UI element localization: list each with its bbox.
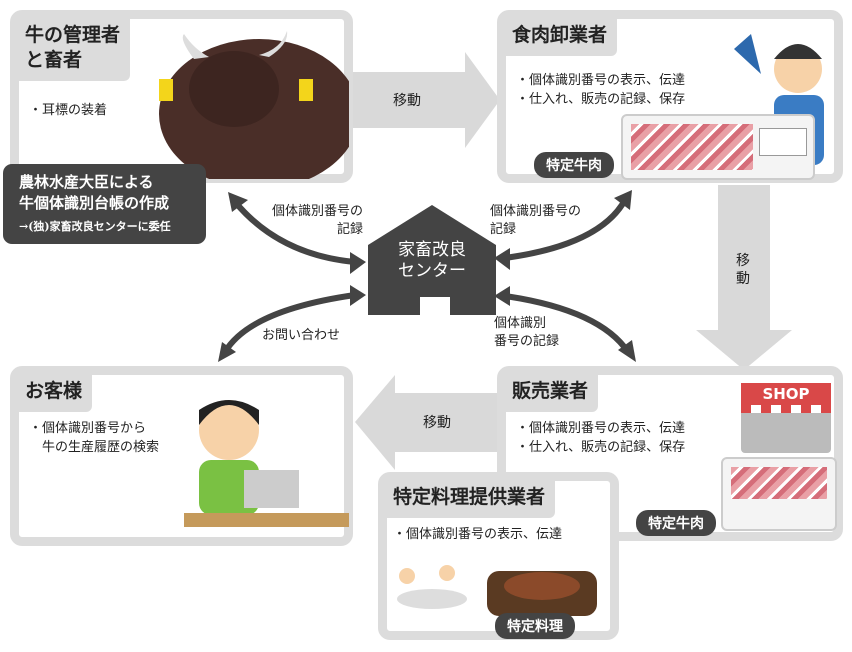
move-left-label: 移動	[423, 415, 451, 431]
meat-package	[621, 114, 815, 180]
minister-line3: →(独)家畜改良センターに委任	[19, 220, 171, 233]
panel-title: 食肉卸業者	[506, 19, 618, 56]
ear-tag-icon	[159, 79, 173, 101]
panel-note: ・個体識別番号の表示、伝達 ・仕入れ、販売の記録、保存	[516, 73, 686, 107]
record-arrow-left	[233, 201, 356, 265]
badge-special-beef: 特定牛肉	[636, 510, 716, 536]
record-right-label: 個体識別番号の 記録	[490, 204, 582, 237]
move-right-arrow	[350, 52, 500, 148]
panel-restaurant: 特定料理提供業者 ・個体識別番号の表示、伝達 特定料理	[378, 472, 619, 640]
minister-line1: 農林水産大臣による	[19, 173, 154, 191]
panel-title: 特定料理提供業者	[387, 481, 556, 518]
cow-illustration	[159, 31, 349, 179]
panel-wholesaler: 食肉卸業者 ・個体識別番号の表示、伝達 ・仕入れ、販売の記録、保存 特定牛肉	[497, 10, 843, 183]
panel-title: 販売業者	[506, 375, 599, 412]
center-label: 家畜改良 センター	[398, 240, 466, 281]
panel-title: 牛の管理者 と畜者	[19, 19, 131, 81]
record-left-label: 個体識別番号の 記録	[271, 204, 363, 237]
panel-note: ・個体識別番号の表示、伝達	[393, 527, 563, 542]
move-down-arrow	[696, 185, 792, 370]
panel-farmer: 牛の管理者 と畜者 ・耳標の装着	[10, 10, 353, 183]
meat-package	[721, 457, 837, 531]
panel-title: お客様	[19, 375, 93, 412]
record-arrow-right	[504, 198, 628, 261]
move-left-arrow	[355, 375, 500, 470]
panel-customer: お客様 ・個体識別番号から 牛の生産履歴の検索	[10, 366, 353, 546]
panel-note: ・個体識別番号から 牛の生産履歴の検索	[29, 421, 160, 455]
customer-illustration	[184, 400, 349, 527]
laptop-icon	[244, 470, 299, 508]
ear-tag-icon	[299, 79, 313, 101]
record-retail-label: 個体識別 番号の記録	[494, 316, 560, 349]
badge-special-beef: 特定牛肉	[534, 152, 614, 178]
restaurant-illustration	[397, 565, 597, 616]
house-icon	[368, 205, 496, 315]
shop-sign: SHOP	[741, 383, 831, 405]
badge-special-dish: 特定料理	[495, 613, 575, 639]
inquiry-label: お問い合わせ	[262, 328, 341, 343]
record-arrow-retail	[504, 293, 631, 354]
shop-icon: SHOP	[741, 383, 831, 453]
move-down-label: 移動	[736, 253, 750, 287]
inquiry-arrow	[222, 292, 356, 354]
panel-note: ・個体識別番号の表示、伝達 ・仕入れ、販売の記録、保存	[516, 421, 686, 455]
minister-box: 農林水産大臣による 牛個体識別台帳の作成 →(独)家畜改良センターに委任	[3, 164, 206, 244]
panel-note: ・耳標の装着	[29, 103, 108, 118]
move-right-label: 移動	[393, 93, 421, 109]
steak-icon	[504, 572, 580, 600]
minister-line2: 牛個体識別台帳の作成	[19, 194, 170, 212]
